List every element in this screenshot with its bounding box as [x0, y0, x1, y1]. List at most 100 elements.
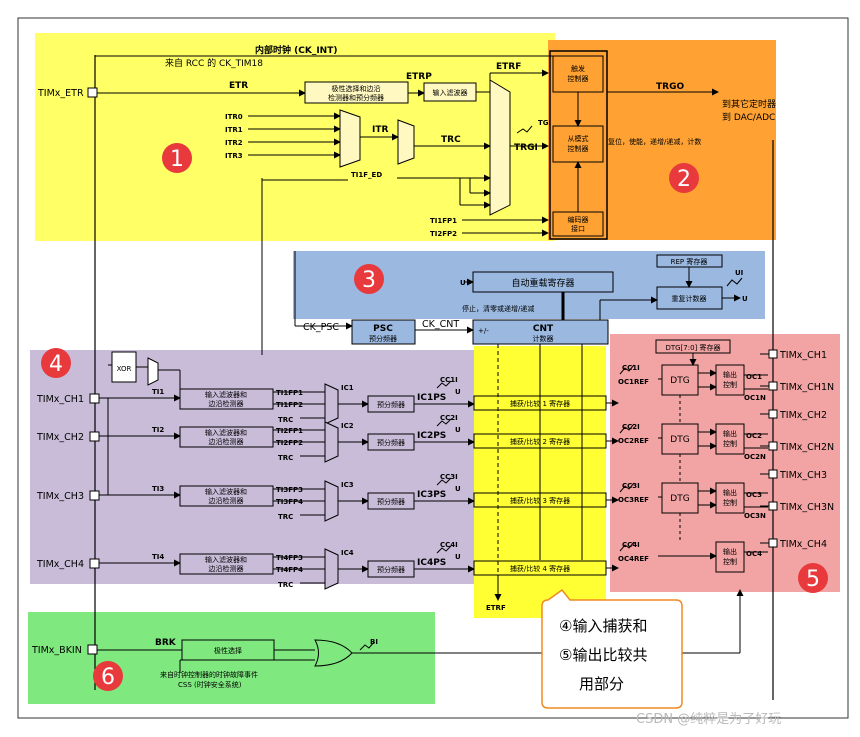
channel-fp1-label: TI1FP1	[276, 389, 303, 397]
plusminus-label: +/-	[478, 327, 489, 335]
channel-u-label: U	[455, 553, 461, 561]
dtg-box	[661, 364, 699, 396]
callout-line-1: ④输入捕获和	[559, 617, 647, 635]
section-badge-number: 3	[362, 268, 376, 293]
pin-bkin-label: TIMx_BKIN	[31, 645, 82, 656]
output-control-line1: 输出	[723, 488, 737, 497]
section-badge-number: 4	[49, 352, 63, 377]
channel-u-label: U	[455, 426, 461, 434]
channel-filter-box	[179, 426, 274, 448]
encoder-interface-box	[552, 211, 604, 237]
rcc-label: 来自 RCC 的 CK_TIM18	[165, 57, 263, 69]
channel-pin-label: TIMx_CH4	[36, 559, 84, 570]
callout-box	[541, 588, 683, 709]
capture-compare-label: 捕获/比较 4 寄存器	[510, 564, 570, 573]
output-pin	[768, 469, 778, 479]
or-gate	[314, 639, 353, 667]
output-control-line1: 输出	[723, 370, 737, 379]
channel-u-label: U	[455, 485, 461, 493]
output-pin-label: TIMx_CH1N	[779, 382, 834, 393]
channel-icps-label: IC1PS	[417, 393, 446, 403]
output-ocn-label: OC2N	[744, 453, 766, 461]
output-ocn-label: OC1N	[744, 394, 766, 402]
channel-cci-label: CC4I	[440, 541, 458, 549]
internal-clock-label: 内部时钟 (CK_INT)	[255, 44, 337, 56]
channel-filter-line1: 输入滤波器和	[205, 487, 247, 496]
channel-prescaler-label: 预分频器	[377, 438, 405, 447]
channel-filter-line1: 输入滤波器和	[205, 555, 247, 564]
output-oc-label: OC1	[746, 373, 762, 381]
reset-enable-label: 复位，使能，递增/递减，计数	[608, 137, 701, 146]
pin-etr-label: TIMx_ETR	[37, 88, 84, 99]
dtg-label: DTG	[670, 435, 689, 445]
section-badge	[354, 264, 384, 294]
output-pin	[768, 409, 778, 419]
callout-line-2: ⑤输出比较共	[559, 646, 647, 664]
cnt-label: CNT	[533, 324, 554, 334]
channel-prescaler-label: 预分频器	[377, 400, 405, 409]
rep-counter-label: 重复计数器	[672, 294, 707, 303]
itr-input-label: ITR0	[225, 113, 243, 121]
stop-clear-label: 停止，清零或递增/递减	[462, 304, 534, 313]
output-control-line2: 控制	[723, 498, 737, 507]
dtg-register-label: DTG[7:0] 寄存器	[665, 343, 720, 352]
output-control-line2: 控制	[723, 557, 737, 566]
channel-filter-box	[179, 553, 274, 575]
brk-label: BRK	[155, 638, 177, 648]
channel-mux	[324, 480, 339, 522]
section-badge	[669, 163, 699, 193]
output-pin-label: TIMx_CH4	[779, 539, 827, 550]
xor-mux	[147, 357, 159, 386]
channel-fp1-label: TI2FP1	[276, 427, 303, 435]
rep-u-label: U	[742, 295, 748, 303]
pin-bkin	[87, 644, 98, 655]
section-badge	[41, 348, 71, 378]
output-control-line1: 输出	[723, 429, 737, 438]
channel-ti-label: TI3	[152, 485, 164, 493]
xor-box	[111, 351, 137, 383]
channel-filter-line1: 输入滤波器和	[205, 390, 247, 399]
encoder-if-line1: 编码器	[568, 215, 589, 224]
output-pin	[768, 349, 778, 359]
output-pin-label: TIMx_CH3N	[779, 502, 834, 513]
output-ocn-label: OC3N	[744, 512, 766, 520]
channel-mux	[324, 421, 339, 463]
dtg-label: DTG	[670, 494, 689, 504]
channel-fp2-label: TI2FP2	[276, 439, 303, 447]
ui-label: UI	[735, 269, 743, 277]
etrf-label: ETRF	[496, 62, 521, 72]
channel-filter-line2: 边沿检测器	[209, 564, 244, 573]
channel-ic-label: IC2	[341, 422, 354, 430]
output-control-box	[715, 482, 745, 514]
output-ref-label: OC3REF	[618, 496, 649, 504]
trigger-controller-box	[552, 55, 604, 93]
trigger-controller-line1: 触发	[571, 64, 585, 73]
section-badge	[798, 563, 828, 593]
zone-input-purple	[30, 350, 475, 584]
output-pin-label: TIMx_CH3	[779, 470, 827, 481]
channel-trc-label: TRC	[278, 581, 293, 589]
section-badge-number: 6	[101, 665, 115, 690]
channel-fp2-label: TI1FP2	[276, 401, 303, 409]
channel-pin-label: TIMx_CH2	[36, 432, 84, 443]
output-pin-label: TIMx_CH2	[779, 410, 827, 421]
channel-fp1-label: TI4FP3	[276, 554, 303, 562]
etrp-label: ETRP	[406, 72, 432, 82]
trgo-label: TRGO	[656, 82, 684, 92]
slave-controller-line1: 从模式	[568, 134, 589, 143]
channel-icps-label: IC2PS	[417, 431, 446, 441]
outer-frame	[17, 17, 849, 719]
watermark: CSDN @纯粹是为了好玩	[636, 712, 781, 727]
channel-pin-label: TIMx_CH1	[36, 394, 84, 405]
ck-cnt-label: CK_CNT	[422, 319, 459, 330]
css-label-line2: CSS (时钟安全系统)	[178, 680, 242, 689]
itr-mux	[339, 109, 361, 168]
channel-trc-label: TRC	[278, 416, 293, 424]
channel-pin-label: TIMx_CH3	[36, 491, 84, 502]
channel-pin	[89, 393, 100, 404]
